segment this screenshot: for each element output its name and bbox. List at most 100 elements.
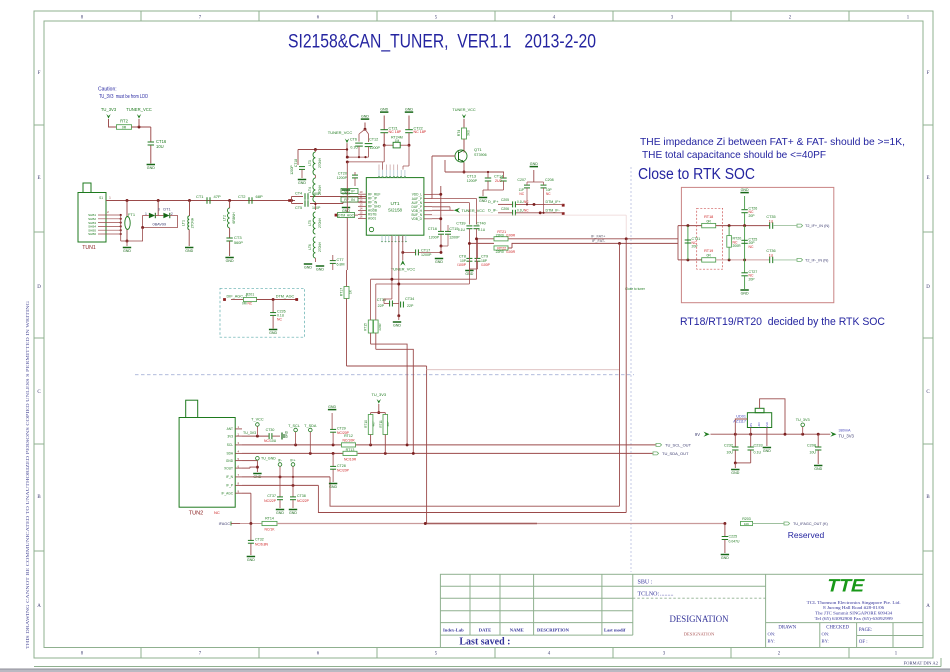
svg-text:Caution:: Caution:	[98, 87, 117, 93]
svg-text:ANT: ANT	[227, 427, 233, 431]
svg-text:LT3: LT3	[308, 160, 312, 166]
svg-text:10U: 10U	[156, 144, 164, 149]
svg-text:GND: GND	[269, 331, 277, 335]
svg-text:3K0: 3K0	[467, 130, 471, 136]
svg-text:D: D	[926, 285, 930, 290]
svg-text:4: 4	[238, 450, 240, 454]
svg-text:RT18/RT19/RT20 decided by the: RT18/RT19/RT20 decided by the RTK SOC	[680, 316, 885, 328]
svg-text:GND: GND	[479, 199, 487, 203]
svg-text:NC/: NC/	[264, 439, 270, 443]
svg-text:TU_3V3 must be from LDO: TU_3V3 must be from LDO	[99, 94, 148, 100]
svg-text:22P: 22P	[378, 304, 385, 308]
svg-text:NC/6.8N: NC/6.8N	[255, 542, 269, 546]
svg-text:12: 12	[360, 198, 363, 202]
svg-text:FORMAT DIN A2: FORMAT DIN A2	[904, 660, 939, 665]
svg-text:A: A	[37, 604, 41, 609]
svg-text:II: II	[391, 241, 394, 243]
svg-text:GND: GND	[298, 181, 306, 185]
svg-text:0.047U: 0.047U	[729, 539, 740, 543]
svg-text:TUNER_VCC: TUNER_VCC	[452, 108, 475, 112]
svg-text:1U: 1U	[769, 219, 774, 223]
svg-text:RT10: RT10	[364, 420, 368, 428]
svg-text:CT15: CT15	[449, 227, 458, 231]
svg-text:TUN1: TUN1	[82, 245, 96, 251]
svg-text:0.1U: 0.1U	[754, 451, 762, 455]
svg-text:E: E	[926, 176, 929, 181]
svg-text:CT30: CT30	[266, 428, 275, 432]
svg-text:CT16: CT16	[428, 227, 437, 231]
svg-text:/100R: /100R	[506, 234, 516, 238]
svg-text:TUN2: TUN2	[189, 511, 204, 517]
svg-text:10K: 10K	[744, 522, 749, 526]
svg-text:DESIGNATION: DESIGNATION	[684, 632, 715, 637]
svg-text:270NH: 270NH	[318, 241, 322, 252]
svg-text:CT17: CT17	[421, 248, 430, 252]
svg-text:0R: 0R	[707, 220, 712, 224]
svg-text:NC: NC	[519, 192, 524, 196]
svg-text:11P: 11P	[519, 188, 524, 192]
svg-text:LT1: LT1	[182, 220, 186, 226]
svg-text:II: II	[382, 176, 385, 178]
svg-text:AUF_N: AUF_N	[412, 201, 423, 205]
svg-text:RT20: RT20	[733, 237, 742, 241]
svg-text:TU_SCL_OUT: TU_SCL_OUT	[665, 442, 692, 447]
svg-text:A: A	[926, 604, 930, 609]
svg-text:CHECKED: CHECKED	[826, 626, 849, 631]
svg-text:6: 6	[317, 16, 320, 21]
svg-text:GND: GND	[741, 292, 749, 296]
svg-text:1200P: 1200P	[290, 165, 294, 174]
svg-text:T2_IF-_IN (N): T2_IF-_IN (N)	[805, 258, 829, 262]
svg-text:/100P: /100P	[481, 263, 491, 267]
svg-text:20P: 20P	[749, 214, 756, 218]
svg-text:RT17: RT17	[340, 288, 344, 296]
svg-text:0.1U: 0.1U	[458, 228, 466, 232]
svg-text:10P: 10P	[460, 259, 467, 263]
svg-text:SI2158: SI2158	[388, 208, 402, 213]
svg-text:180P: 180P	[312, 192, 321, 196]
svg-text:5: 5	[435, 652, 438, 657]
svg-text:/100P: /100P	[457, 263, 467, 267]
svg-text:C225: C225	[729, 535, 738, 539]
svg-text:NC: NC	[749, 210, 754, 214]
svg-text:220R: 220R	[378, 323, 382, 331]
svg-text:2: 2	[238, 432, 240, 436]
svg-text:GND: GND	[380, 108, 388, 112]
svg-text:TUNER_VCC: TUNER_VCC	[126, 107, 152, 112]
svg-text:CT16: CT16	[156, 139, 167, 144]
svg-text:DATE: DATE	[479, 628, 491, 633]
svg-text:GND: GND	[435, 260, 443, 264]
svg-text:14: 14	[360, 206, 363, 210]
svg-text:CT33: CT33	[377, 298, 386, 302]
svg-text:68P: 68P	[256, 194, 263, 199]
svg-text:NC 18P: NC 18P	[414, 130, 427, 134]
svg-text:LT5: LT5	[308, 220, 312, 226]
svg-text:TU_IFAGC_OUT (K): TU_IFAGC_OUT (K)	[793, 522, 828, 526]
svg-text:RT13: RT13	[346, 448, 355, 452]
svg-text:THIS DRAWING CANNOT BE COMMUNI: THIS DRAWING CANNOT BE COMMUNICATED TO U…	[25, 301, 30, 649]
svg-text:2: 2	[789, 16, 792, 21]
svg-text:NC: NC	[692, 241, 697, 245]
svg-text:D_IF-: D_IF-	[488, 208, 498, 212]
svg-text:C207: C207	[517, 178, 526, 182]
svg-text:AUF_P: AUF_P	[412, 197, 422, 201]
svg-text:LT6: LT6	[308, 244, 312, 250]
svg-text:Tel (65) 63092900 Fax (65)-630: Tel (65) 63092900 Fax (65)-63092999	[815, 616, 894, 621]
svg-text:7: 7	[238, 473, 240, 477]
svg-text:GND: GND	[765, 422, 769, 428]
svg-text:3: 3	[663, 652, 666, 657]
svg-text:RT11: RT11	[379, 420, 383, 428]
svg-text:2: 2	[107, 210, 109, 214]
svg-text:BY:: BY:	[768, 638, 775, 643]
svg-text:CT3: CT3	[234, 235, 242, 240]
svg-text:R203: R203	[742, 517, 751, 521]
svg-text:4: 4	[553, 16, 556, 21]
svg-text:SHB1: SHB1	[88, 213, 96, 217]
svg-text:22R0: 22R0	[496, 250, 504, 254]
svg-text:NC/22P: NC/22P	[297, 499, 310, 503]
svg-text:RT14: RT14	[265, 517, 274, 521]
svg-text:GND: GND	[247, 558, 255, 562]
svg-text:DTM_IF+: DTM_IF+	[546, 200, 561, 204]
svg-text:13: 13	[360, 202, 363, 206]
svg-text:DUF_P: DUF_P	[412, 205, 422, 209]
svg-text:TU_GND: TU_GND	[261, 457, 276, 461]
